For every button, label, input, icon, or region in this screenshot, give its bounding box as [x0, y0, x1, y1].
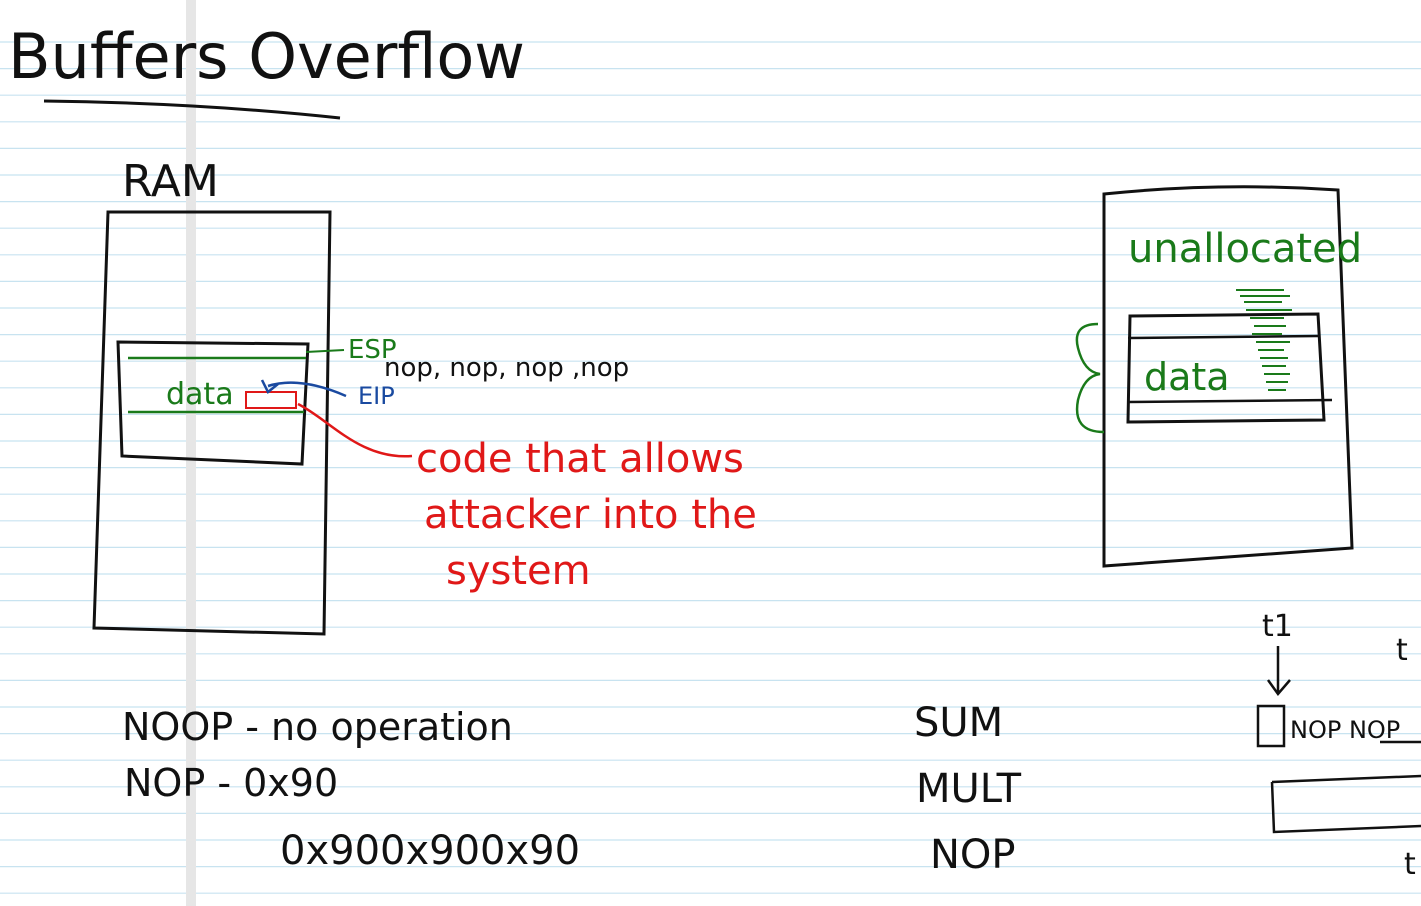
data-region-divider	[1127, 334, 1319, 340]
instruction-mult: MULT	[916, 766, 1022, 812]
pointer-cell	[1256, 704, 1286, 748]
cut-off-box	[1270, 774, 1421, 834]
unallocated-label: unallocated	[1128, 226, 1362, 272]
red-note-line-1: code that allows	[416, 436, 744, 482]
curly-brace	[1075, 322, 1105, 434]
ruled-lines	[0, 41, 1421, 894]
hex-line: 0x900x900x90	[280, 828, 580, 874]
eip-label: EIP	[358, 382, 395, 410]
page-title: Buffers Overflow	[8, 20, 525, 93]
noop-line: NOOP - no operation	[122, 705, 513, 749]
memory-box	[1102, 185, 1354, 568]
growth-hatching	[1236, 289, 1292, 391]
data-region-box	[1126, 312, 1326, 424]
t1-label: t1	[1262, 609, 1293, 644]
data-region-bottom	[1127, 398, 1333, 404]
memory-diagram-right: unallocated data t1 NOP NOP t t	[1075, 185, 1421, 882]
data-label-left: data	[166, 377, 234, 412]
red-note-line-3: system	[446, 548, 591, 594]
ram-diagram: RAM data ESP EIP nop, nop, nop ,nop code…	[92, 156, 757, 636]
ram-label: RAM	[122, 156, 219, 207]
red-connector	[297, 402, 413, 458]
esp-pointer	[305, 349, 345, 353]
red-note-line-2: attacker into the	[424, 492, 757, 538]
instruction-list: SUM MULT NOP	[914, 700, 1022, 878]
ram-box	[92, 210, 332, 636]
margin-line	[186, 0, 196, 906]
stack-frame-box	[116, 340, 310, 466]
cut-off-t-lower: t	[1404, 847, 1416, 882]
cut-off-t-upper: t	[1396, 633, 1408, 668]
nop-box-text: NOP NOP	[1290, 716, 1400, 744]
nop-sequence: nop, nop, nop ,nop	[384, 353, 629, 383]
t1-arrow	[1266, 646, 1291, 697]
esp-label: ESP	[348, 335, 397, 365]
shellcode-box	[245, 391, 297, 409]
title-underline	[43, 99, 341, 120]
nop-line: NOP - 0x90	[124, 761, 338, 805]
instruction-nop: NOP	[930, 832, 1016, 878]
instruction-sum: SUM	[914, 700, 1003, 746]
data-label-right: data	[1144, 355, 1230, 399]
eip-arrow-head	[260, 379, 279, 394]
bottom-notes: NOOP - no operation NOP - 0x90 0x900x900…	[122, 705, 580, 874]
eip-arrow	[267, 381, 347, 398]
